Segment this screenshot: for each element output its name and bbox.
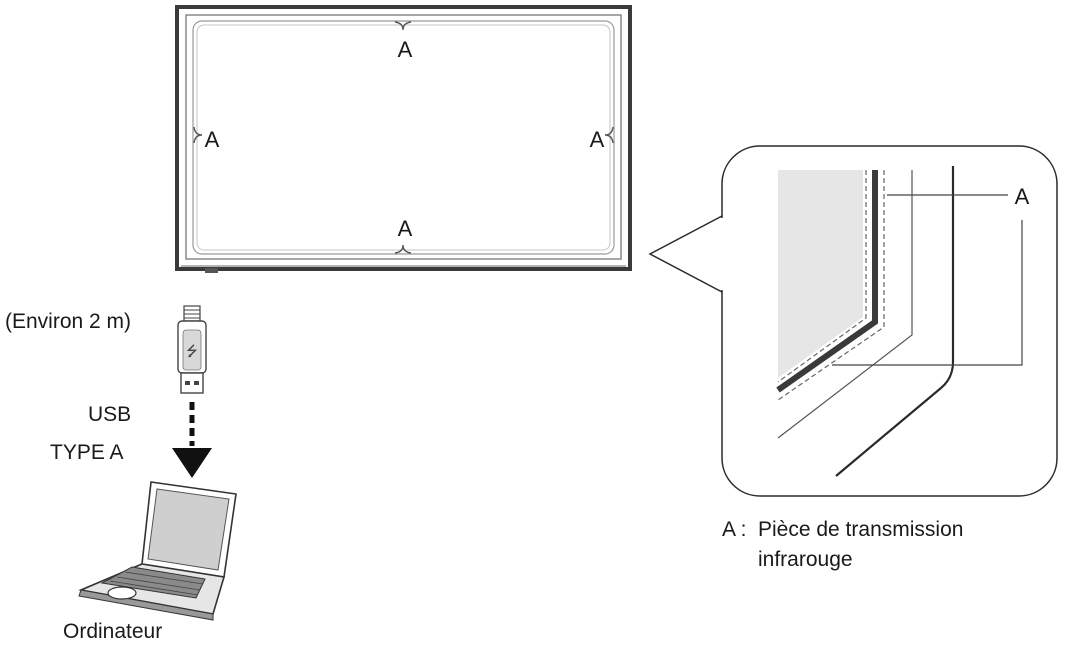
connection-arrow (172, 402, 212, 478)
detail-leader-bottom (832, 220, 1023, 366)
display-foot (205, 268, 218, 273)
detail-marker: A (1015, 184, 1030, 209)
legend-key: A : (722, 518, 747, 541)
computer-label: Ordinateur (63, 620, 163, 643)
usb-plug-inlay (182, 329, 202, 371)
infrared-frame-outline (192, 20, 615, 255)
display-marker-top: A (398, 37, 413, 62)
detail-bezel-inner (777, 170, 913, 439)
type-a-label: TYPE A (50, 441, 124, 464)
display-marker-right: A (590, 127, 605, 152)
detail-bezel-outer (835, 166, 955, 477)
usb-connector: ⭍ (177, 305, 207, 394)
usb-trident-icon: ⭍ (186, 344, 198, 360)
usb-label: USB (88, 403, 132, 426)
brace-left (193, 126, 203, 144)
detail-callout (648, 145, 1058, 497)
arrow-head (172, 448, 212, 478)
legend-line-2: infrarouge (758, 548, 853, 571)
callout-box (721, 145, 1058, 497)
display-marker-bottom: A (398, 216, 413, 241)
laptop-screen (147, 488, 230, 571)
detail-screen-area (778, 170, 863, 378)
laptop-trackpad (107, 586, 137, 600)
display-inner-frame (185, 14, 622, 260)
brace-bottom (394, 244, 412, 254)
cable-length-label: (Environ 2 m) (5, 310, 132, 333)
usb-plug-tip (180, 372, 204, 394)
brace-top (394, 21, 412, 31)
detail-infrared-strip (776, 170, 878, 393)
detail-dashed-outer (777, 170, 885, 401)
laptop-icon (78, 481, 237, 621)
callout-pointer (648, 215, 723, 293)
legend-line-1: Pièce de transmission (758, 518, 964, 541)
detail-dashed-inner (777, 170, 867, 383)
brace-right (604, 126, 614, 144)
display-marker-left: A (205, 127, 220, 152)
display-panel (175, 5, 632, 273)
